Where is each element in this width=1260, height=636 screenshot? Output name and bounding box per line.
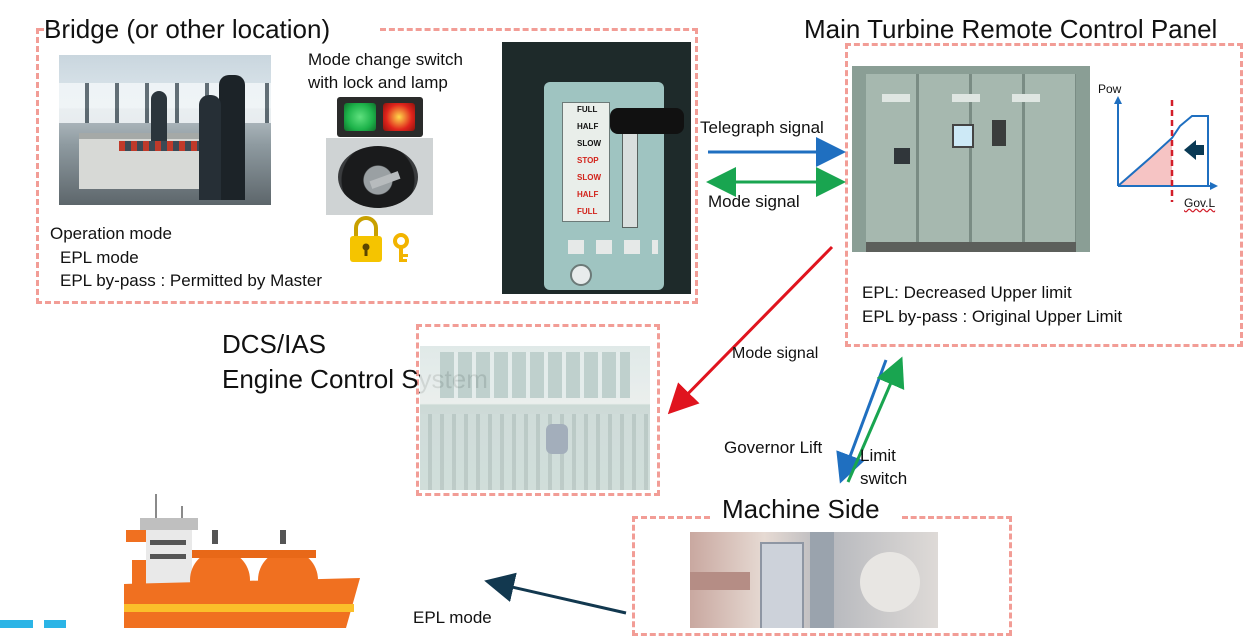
plate-half-astern: HALF [577, 190, 599, 199]
telegraph-buttons [568, 240, 658, 254]
dcs-mode-signal-label: Mode signal [732, 345, 819, 362]
bridge-box-top-dash-left [36, 28, 44, 31]
bridge-room-photo [59, 55, 271, 205]
mode-signal-label: Mode signal [708, 192, 800, 211]
logo-fragment [0, 620, 110, 628]
panel-epl-text: EPL: Decreased Upper limit [862, 283, 1072, 302]
telegraph-plate: FULL HALF SLOW STOP SLOW HALF FULL [562, 102, 610, 222]
operation-mode-label: Operation mode [50, 224, 172, 243]
telegraph-signal-label: Telegraph signal [700, 118, 824, 137]
bridge-title: Bridge (or other location) [44, 14, 331, 44]
graph-y-label: Pow [1098, 82, 1122, 96]
dcs-room-photo [420, 346, 650, 490]
key-switch-photo [326, 138, 433, 215]
plate-full-astern: FULL [577, 207, 598, 216]
mode-switch-label-1: Mode change switch [308, 50, 463, 69]
plate-half-ahead: HALF [577, 122, 599, 131]
telegraph-handle[interactable] [610, 108, 684, 134]
bridge-box-top-dash [380, 28, 698, 31]
panel-bypass-text: EPL by-pass : Original Upper Limit [862, 307, 1123, 326]
machine-box-top-dash-left [632, 516, 710, 519]
control-panel-photo [852, 66, 1090, 252]
telegraph-slot [622, 130, 638, 228]
plate-stop: STOP [577, 156, 599, 165]
red-lamp [383, 103, 415, 131]
dcs-box [416, 324, 660, 496]
green-lamp [344, 103, 376, 131]
limit-label: Limit [860, 446, 896, 465]
machine-title: Machine Side [722, 494, 880, 524]
mode-switch-label-2: with lock and lamp [308, 73, 448, 92]
telegraph-knob[interactable] [570, 264, 592, 286]
panel-box [845, 43, 1243, 347]
machine-photo [690, 532, 938, 628]
switch-label: switch [860, 469, 908, 488]
epl-mode-signal-label: EPL mode [413, 608, 492, 627]
bridge-box [36, 28, 698, 304]
plate-full-ahead: FULL [577, 105, 598, 114]
governor-lift-label: Governor Lift [724, 438, 823, 457]
plate-slow-ahead: SLOW [577, 139, 601, 148]
epl-bypass-label: EPL by-pass : Permitted by Master [60, 271, 323, 290]
graph-x-label: Gov.L [1184, 196, 1216, 210]
plate-slow-astern: SLOW [577, 173, 601, 182]
dcs-title-1: DCS/IAS [222, 329, 327, 359]
machine-box-top-dash-right [902, 516, 1012, 519]
epl-mode-label: EPL mode [60, 248, 139, 267]
mode-lamp-panel [337, 97, 423, 137]
telegraph-lever-photo: FULL HALF SLOW STOP SLOW HALF FULL [502, 42, 691, 294]
panel-title: Main Turbine Remote Control Panel [804, 14, 1218, 44]
epl-mode-arrow [484, 572, 627, 615]
